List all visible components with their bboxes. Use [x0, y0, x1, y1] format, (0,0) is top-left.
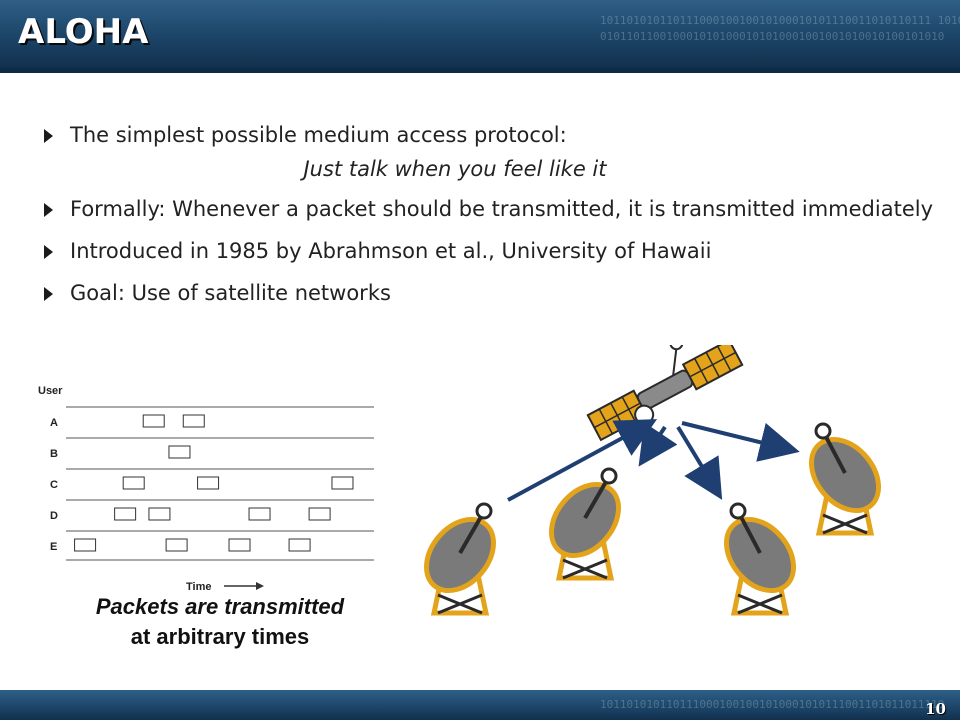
- packet-box: [197, 476, 220, 490]
- bullet-4-text: Goal: Use of satellite networks: [70, 281, 391, 305]
- packet-box: [228, 538, 251, 552]
- dish-antenna-icon: [724, 502, 796, 616]
- bullet-2-text: Formally: Whenever a packet should be tr…: [70, 197, 933, 221]
- user-label: A: [50, 417, 58, 429]
- packet-box: [288, 538, 311, 552]
- diagram-caption: Packets are transmitted at arbitrary tim…: [60, 592, 380, 652]
- sub-bullet: Just talk when you feel like it: [303, 157, 607, 181]
- slide-title: ALOHA: [18, 12, 149, 52]
- bullet-triangle-icon: [44, 287, 53, 301]
- user-axis-label: User: [38, 385, 63, 397]
- packet-box: [331, 476, 354, 490]
- bullet-1-text: The simplest possible medium access prot…: [70, 123, 567, 147]
- packet-box: [142, 414, 165, 428]
- page-number: 10: [925, 700, 946, 718]
- dish-antenna-icon: [549, 467, 621, 581]
- caption-line-2: at arbitrary times: [130, 624, 310, 649]
- header-bar: 1011010101101110001001001010001010111001…: [0, 0, 960, 68]
- satellite-network-illustration: [424, 345, 881, 616]
- packet-box: [122, 476, 145, 490]
- time-axis-label: Time: [186, 581, 211, 590]
- packet-box: [182, 414, 205, 428]
- time-arrow-icon: [256, 582, 264, 590]
- packet-box: [165, 538, 188, 552]
- header-rule: [0, 68, 960, 73]
- bullet-list: The simplest possible medium access prot…: [40, 120, 940, 320]
- bullet-triangle-icon: [44, 129, 53, 143]
- footer-binary-pattern: 1011010101101110001001001010001010111001…: [600, 698, 945, 711]
- header-binary-pattern-2: 0101101100100010101000101010001001001010…: [600, 30, 945, 43]
- packet-box: [148, 507, 171, 521]
- bullet-3: Introduced in 1985 by Abrahmson et al., …: [40, 236, 940, 266]
- packet-box: [308, 507, 331, 521]
- uplink-arrow: [507, 419, 658, 502]
- user-label: C: [50, 479, 58, 491]
- user-label: B: [50, 448, 58, 460]
- bullet-4: Goal: Use of satellite networks: [40, 278, 940, 308]
- packet-box: [248, 507, 271, 521]
- dish-antenna-icon: [424, 502, 496, 616]
- caption-line-1: Packets are transmitted: [95, 594, 345, 619]
- satellite-icon: [586, 345, 744, 442]
- bullet-triangle-icon: [44, 245, 53, 259]
- bullet-2: Formally: Whenever a packet should be tr…: [40, 194, 940, 224]
- bullet-triangle-icon: [44, 203, 53, 217]
- packet-box: [114, 507, 137, 521]
- bullet-3-text: Introduced in 1985 by Abrahmson et al., …: [70, 239, 712, 263]
- user-label: D: [50, 510, 58, 522]
- header-binary-pattern: 1011010101101110001001001010001010111001…: [600, 14, 960, 27]
- downlink-arrow-2: [676, 425, 723, 500]
- packet-box: [74, 538, 97, 552]
- downlink-arrow-1: [638, 422, 678, 467]
- packet-box: [168, 445, 191, 459]
- user-label: E: [50, 541, 57, 553]
- bullet-1: The simplest possible medium access prot…: [40, 120, 940, 150]
- downlink-arrow-3: [681, 421, 800, 462]
- dish-antenna-icon: [809, 422, 881, 536]
- footer-bar: 1011010101101110001001001010001010111001…: [0, 690, 960, 720]
